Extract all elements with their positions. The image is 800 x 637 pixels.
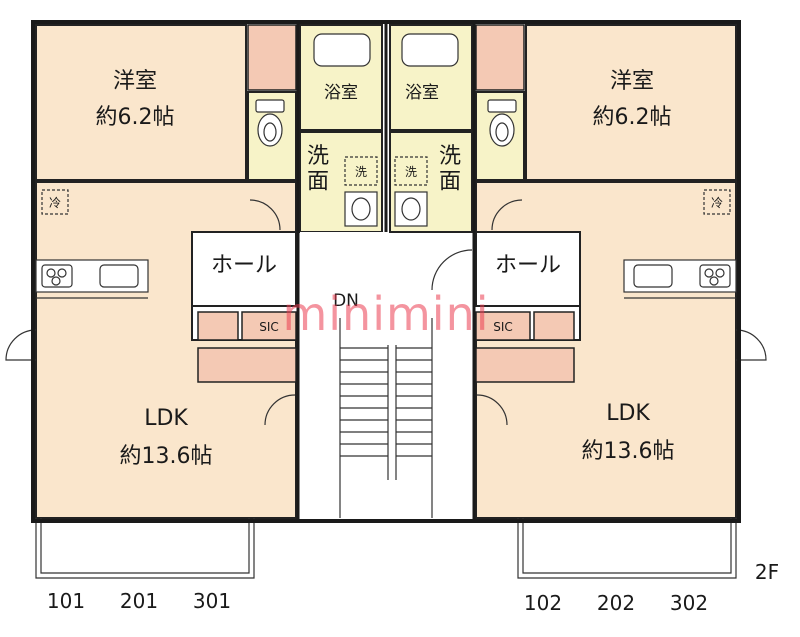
left-storage-b: [197, 347, 297, 383]
right-balcony: [517, 518, 737, 579]
left-sink-icon: [344, 191, 378, 227]
left-storage-top: [247, 24, 297, 91]
right-bath-label: 浴室: [405, 83, 439, 103]
left-bathtub-icon: [313, 33, 371, 67]
right-washroom-label: 洗面: [439, 144, 461, 194]
left-western-door: [249, 199, 281, 231]
floor-label: 2F: [755, 560, 779, 584]
left-hall: [191, 231, 297, 307]
left-western-room-size: 約6.2帖: [96, 105, 175, 130]
right-room-number-3: 302: [670, 591, 708, 615]
left-hall-label: ホール: [211, 253, 277, 278]
right-room-number-1: 102: [524, 591, 562, 615]
left-sic: [241, 311, 297, 341]
right-storage-top: [475, 24, 525, 91]
staircase: [300, 232, 472, 518]
right-western-room: [525, 24, 737, 181]
left-balcony: [35, 518, 255, 579]
left-room-number-2: 201: [120, 589, 158, 613]
right-unit: [389, 24, 767, 579]
right-room-number-2: 202: [597, 591, 635, 615]
left-unit: [5, 24, 383, 579]
left-room-number-1: 101: [47, 589, 85, 613]
left-fridge-label: 冷: [49, 196, 61, 210]
right-hall-label: ホール: [495, 253, 561, 278]
right-ldk-door: [476, 394, 508, 426]
left-sic-label: SIC: [259, 320, 279, 334]
left-bath-label: 浴室: [324, 83, 358, 103]
left-western-room-name: 洋室: [113, 69, 157, 94]
outer-walls: [31, 20, 741, 523]
right-ldk-size: 約13.6帖: [582, 439, 675, 464]
right-hall: [475, 231, 581, 307]
right-western-room-name: 洋室: [610, 69, 654, 94]
right-washer-mark: 洗: [405, 165, 417, 179]
right-hall-door: [431, 249, 473, 291]
right-fridge-mark: [703, 189, 731, 215]
left-fridge-mark: [41, 189, 69, 215]
right-sic: [475, 311, 531, 341]
left-washer-icon: [344, 156, 378, 186]
right-ldk-name: LDK: [606, 401, 650, 426]
right-sink-icon: [394, 191, 428, 227]
left-washroom-label: 洗面: [307, 144, 329, 194]
right-western-room-size: 約6.2帖: [593, 105, 672, 130]
right-entry-door: [735, 329, 767, 361]
left-room-number-3: 301: [193, 589, 231, 613]
right-storage-a: [533, 311, 575, 341]
right-kitchen-counter: [623, 259, 737, 299]
right-fridge-label: 冷: [711, 196, 723, 210]
right-sic-label: SIC: [493, 320, 513, 334]
right-western-door: [491, 199, 523, 231]
left-toilet-icon: [255, 99, 285, 147]
stair-dn-label: DN: [333, 291, 359, 311]
right-storage-b: [475, 347, 575, 383]
left-ldk-size: 約13.6帖: [120, 444, 213, 469]
right-bathtub-icon: [401, 33, 459, 67]
left-entry-door: [5, 329, 37, 361]
left-western-room: [35, 24, 247, 181]
left-washer-mark: 洗: [355, 165, 367, 179]
left-ldk-name: LDK: [144, 406, 188, 431]
right-washer-icon: [394, 156, 428, 186]
right-toilet-icon: [487, 99, 517, 147]
left-kitchen-counter: [35, 259, 149, 299]
left-ldk-door: [264, 394, 296, 426]
watermark: minimini: [282, 287, 489, 341]
left-storage-a: [197, 311, 239, 341]
